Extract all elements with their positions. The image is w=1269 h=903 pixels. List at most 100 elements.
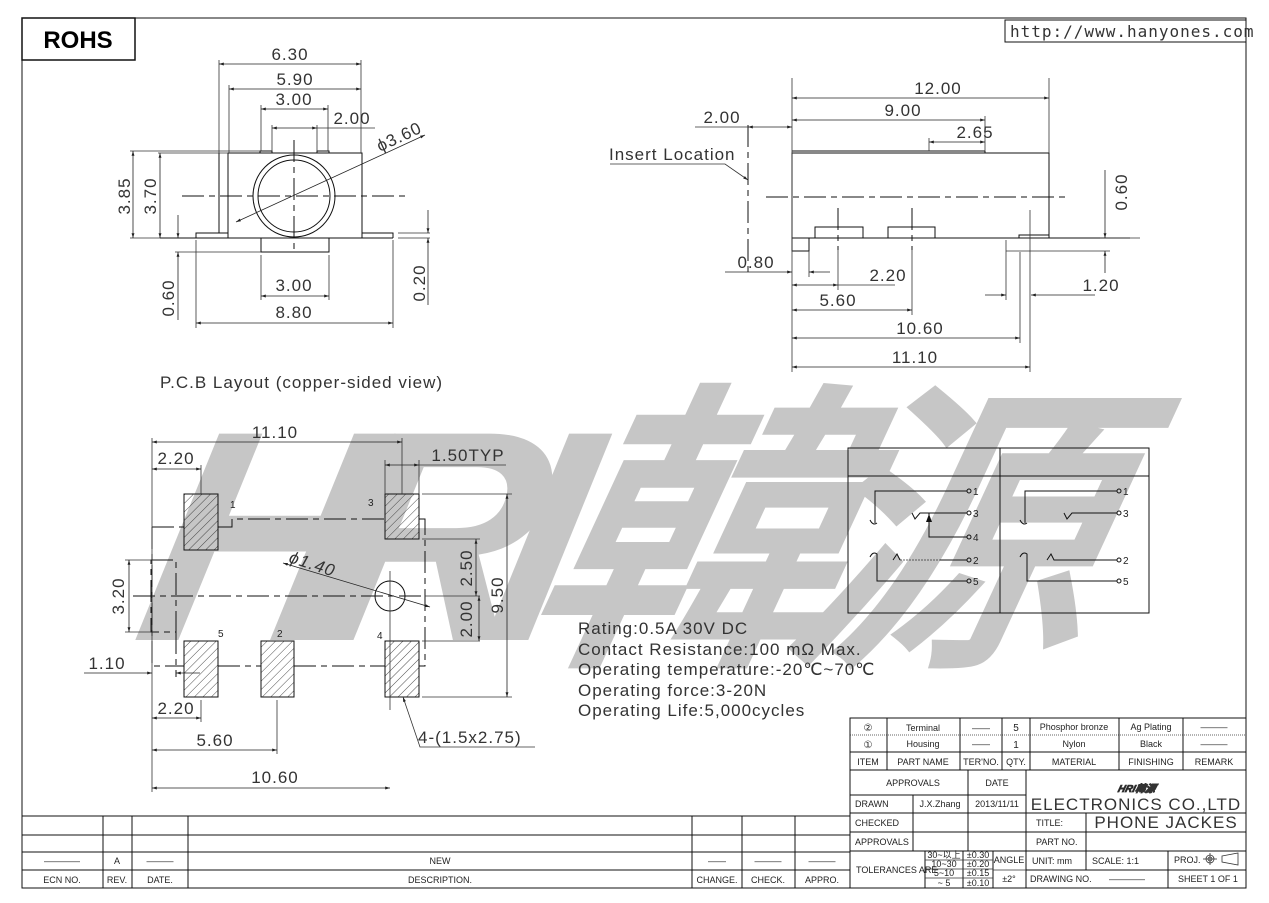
bom-qty: 1: [1013, 740, 1019, 751]
bom-ter-no: ——: [972, 723, 990, 733]
dim-10-60-pcb: 10.60: [251, 768, 299, 787]
sheet-number: SHEET 1 OF 1: [1178, 874, 1238, 884]
bom-header-remark: REMARK: [1195, 757, 1234, 767]
url-box: [1004, 19, 1247, 43]
schematic-left-pin-1: 1: [973, 487, 979, 498]
insert-location-label: Insert Location: [609, 145, 736, 164]
header-description: DESCRIPTION.: [408, 875, 472, 885]
pcb-layout: [84, 438, 535, 792]
dim-2-20-pcb-top: 2.20: [157, 449, 194, 468]
pad-size-note: 4-(1.5x2.75): [418, 728, 522, 747]
bom-finishing: Ag Plating: [1130, 722, 1171, 732]
spec-temperature: Operating temperature:-20℃~70℃: [578, 660, 875, 679]
pcb-layout-title: P.C.B Layout (copper-sided view): [160, 373, 443, 392]
projection-label: PROJ.: [1174, 855, 1201, 865]
tolerance-range: 10~30: [931, 859, 956, 869]
spec-life: Operating Life:5,000cycles: [578, 701, 805, 720]
dim-0-60: 0.60: [159, 279, 178, 316]
header-date: DATE.: [147, 875, 173, 885]
dim-6-30: 6.30: [271, 45, 308, 64]
revision-change: ——: [708, 856, 726, 866]
dim-12-00: 12.00: [914, 79, 962, 98]
header-appro: APPRO.: [805, 875, 839, 885]
pin-label-2: 2: [277, 629, 283, 640]
front-view: [130, 60, 430, 328]
pin-label-1: 1: [230, 500, 236, 511]
bom-part-name: Housing: [906, 739, 939, 749]
bom-finishing: Black: [1140, 739, 1163, 749]
company-logo-text: HRI韓源: [1117, 783, 1159, 795]
scale: SCALE: 1:1: [1092, 856, 1139, 866]
revision-block: [22, 815, 850, 888]
tolerance-range: 5~10: [934, 868, 954, 878]
rohs-label: ROHS: [43, 27, 112, 54]
bom-header-finishing: FINISHING: [1128, 757, 1174, 767]
dim-10-60-side: 10.60: [896, 319, 944, 338]
dim-0-80: 0.80: [737, 253, 774, 272]
bom-header-item: ITEM: [857, 757, 879, 767]
dim-3-70: 3.70: [141, 177, 160, 214]
tolerance-value: ±0.20: [967, 859, 989, 869]
revision-ecn: ————: [44, 856, 80, 866]
bom-remark: ———: [1201, 739, 1228, 749]
website-link[interactable]: http://www.hanyones.com: [1010, 22, 1255, 41]
bom-header-qty: QTY.: [1006, 757, 1026, 767]
rohs-badge: [21, 17, 136, 61]
spec-rating: Rating:0.5A 30V DC: [578, 619, 748, 638]
revision-date: ———: [147, 856, 174, 866]
schematic-right-pin-3: 3: [1123, 509, 1129, 520]
tolerance-range: 30~以上: [927, 850, 960, 860]
watermark-logo: HRI韓源: [116, 369, 1189, 704]
dim-3-85: 3.85: [115, 177, 134, 214]
bom-qty: 5: [1013, 723, 1019, 734]
dim-2-00-pcb: 2.00: [457, 600, 476, 637]
dim-2-65: 2.65: [956, 123, 993, 142]
tolerances-label: TOLERANCES ARE: [856, 865, 937, 875]
spec-contact-resistance: Contact Resistance:100 mΩ Max.: [578, 640, 862, 659]
watermark-text: HRI韓源: [116, 369, 1189, 704]
sheet-frame: [21, 17, 1247, 889]
bom-row: ① Housing —— 1 Nylon Black ———: [864, 739, 1228, 751]
bom-ter-no: ——: [972, 739, 990, 749]
tolerance-value: ±0.15: [967, 868, 989, 878]
specifications: Rating:0.5A 30V DC Contact Resistance:10…: [578, 619, 875, 720]
schematic-right-pin-1: 1: [1123, 487, 1129, 498]
dim-2-00: 2.00: [333, 109, 370, 128]
revision-rev: A: [114, 856, 120, 866]
dim-11-10-side: 11.10: [892, 348, 938, 367]
bom-part-name: Terminal: [906, 723, 940, 733]
approvals-label: APPROVALS: [855, 837, 909, 847]
drawn-date: 2013/11/11: [975, 799, 1019, 809]
company-logo: HRI韓源: [1116, 783, 1159, 796]
bom-item-no: ②: [864, 723, 873, 734]
drawn-by: J.X.Zhang: [919, 799, 960, 809]
revision-row: ———— A ——— NEW —— ——— ———: [44, 856, 836, 866]
side-view: [610, 78, 1140, 372]
bom-header-part: PART NAME: [897, 757, 949, 767]
angle-label: ANGLE: [994, 855, 1025, 865]
company-name: ELECTRONICS CO.,LTD: [1031, 795, 1241, 814]
bom-header-material: MATERIAL: [1052, 757, 1096, 767]
pin-label-4: 4: [377, 631, 383, 642]
dim-1-20: 1.20: [1082, 276, 1119, 295]
dim-1-50-typ: 1.50TYP: [431, 446, 504, 465]
bom-header-ter: TER'NO.: [963, 757, 999, 767]
schematic-box: [847, 447, 1150, 614]
revision-check: ———: [755, 856, 782, 866]
schematic-left-pin-4: 4: [973, 533, 979, 544]
dim-3-20: 3.20: [109, 577, 128, 614]
header-rev: REV.: [107, 875, 127, 885]
pin-label-3: 3: [368, 498, 374, 509]
drawing-no: ————: [1109, 874, 1145, 884]
revision-description: NEW: [430, 856, 452, 866]
dim-0-60-side: 0.60: [1112, 173, 1131, 210]
header-ecn: ECN NO.: [43, 875, 81, 885]
dim-9-00: 9.00: [884, 101, 921, 120]
title-block: [849, 769, 1247, 889]
tolerance-value: ±0.30: [967, 850, 989, 860]
schematic-left-pin-5: 5: [973, 577, 979, 588]
dim-3-00-bottom: 3.00: [275, 276, 312, 295]
approvals-header: APPROVALS: [886, 778, 940, 788]
dim-8-80: 8.80: [275, 303, 312, 322]
